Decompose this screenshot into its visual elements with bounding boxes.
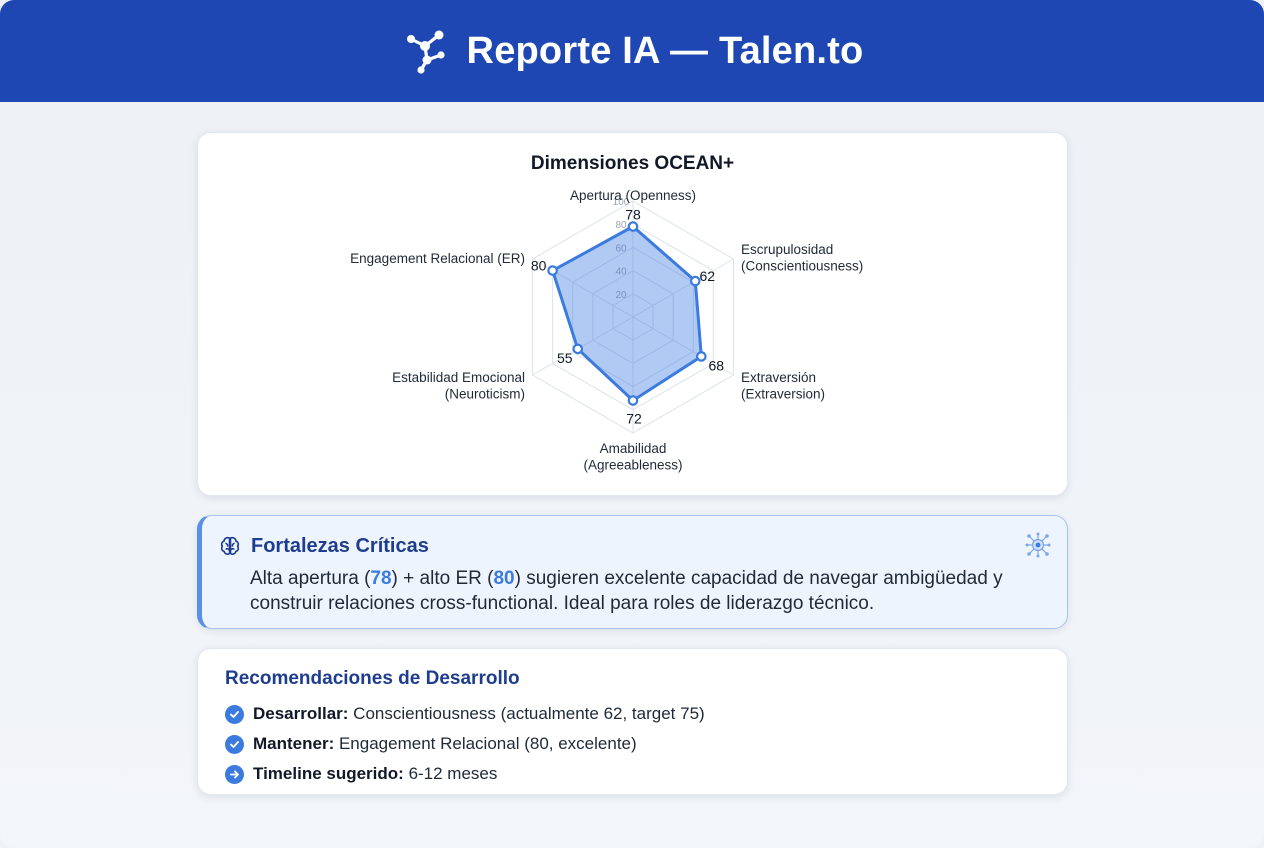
rec-item-label: Desarrollar: [253,704,349,723]
recommendations-list: Desarrollar: Conscientiousness (actualme… [225,699,705,789]
tick-label: 40 [615,267,627,278]
axis-label: Estabilidad Emocional [392,370,525,385]
chart-title: Dimensiones OCEAN+ [530,153,735,174]
arrow-circle-icon [225,764,244,784]
data-label: 62 [699,268,715,284]
data-label: 68 [709,357,725,373]
axis-label: (Conscientiousness) [741,259,863,274]
grid-spoke-2 [632,258,734,318]
check-circle-icon [225,734,244,754]
strengths-card: Fortalezas Críticas Alta apertura (78) +… [197,515,1068,629]
rec-item-text: Engagement Relacional (80, excelente) [338,734,637,753]
axis-label: Amabilidad [600,441,667,456]
axis-label: (Neuroticism) [445,387,525,402]
er-highlight: 80 [493,568,515,589]
tick-label: 80 [615,220,627,231]
axis-label: Escrupulosidad [741,242,833,257]
rec-item-label: Mantener: [253,734,335,753]
brain-icon [220,536,240,555]
strengths-description: Alta apertura (78) + alto ER (80) sugier… [250,566,1050,616]
recommendations-card: Recomendaciones de Desarrollo Desarrolla… [197,648,1068,795]
axis-label: (Agreeableness) [583,458,682,473]
strengths-text-part2: ) + alto ER ( [391,568,494,589]
data-point [627,221,639,232]
report-header: Reporte IA — Talen.to [0,0,1264,102]
tick-label: 60 [615,243,627,254]
strengths-text-part1: Alta apertura ( [250,568,371,589]
axis-label: (Extraversion) [741,387,825,402]
data-label: 72 [626,411,642,427]
data-area [551,225,703,403]
data-point [689,275,701,287]
rec-item-text: 6-12 meses [408,764,498,783]
data-label: 80 [531,258,547,274]
strengths-header: Fortalezas Críticas [218,534,429,558]
rec-item-text: Conscientiousness (actualmente 62, targe… [353,704,705,723]
data-point [547,265,558,276]
axis-label: Extraversión [741,370,816,385]
network-nodes-icon [406,30,445,74]
list-item: Timeline sugerido: 6-12 meses [225,759,705,789]
ai-chip-icon [1025,532,1051,558]
page-title: Reporte IA — Talen.to [466,29,864,72]
list-item: Desarrollar: Conscientiousness (actualme… [225,699,705,729]
axis-label: Engagement Relacional (ER) [350,251,525,266]
grid-spoke-3 [632,316,734,376]
data-label: 78 [625,207,641,223]
data-point [572,343,584,355]
tick-label: 100 [613,197,630,208]
strengths-text-part3: ) sugieren excelente capacidad de navega… [250,568,1003,614]
recommendations-title: Recomendaciones de Desarrollo [225,668,520,689]
axis-label: Apertura (Openness) [570,188,696,203]
data-point [627,395,639,406]
openness-highlight: 78 [370,568,392,589]
data-point [696,351,707,362]
rec-item-label: Timeline sugerido: [253,764,404,783]
strengths-title: Fortalezas Críticas [251,534,429,557]
grid-spoke-5 [532,316,634,376]
tick-label: 20 [615,290,627,301]
data-label: 55 [557,350,573,366]
list-item: Mantener: Engagement Relacional (80, exc… [225,729,705,759]
check-circle-icon [225,704,244,724]
